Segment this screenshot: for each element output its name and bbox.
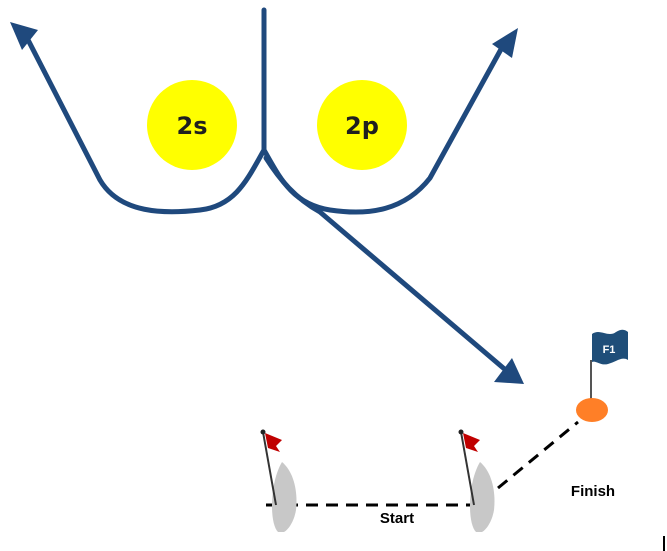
flag-pole-top bbox=[260, 429, 266, 435]
start-boat-right bbox=[458, 429, 495, 532]
mark-2p: 2p bbox=[317, 80, 407, 170]
finish-flag-label: F1 bbox=[603, 344, 616, 356]
flag-pole-top bbox=[458, 429, 464, 435]
boat-icon bbox=[272, 462, 297, 532]
leg-to-finish bbox=[263, 155, 511, 375]
start-flag-icon bbox=[463, 433, 480, 452]
arrowhead-icon bbox=[492, 28, 518, 58]
arrowhead-icon bbox=[494, 358, 524, 384]
mark-2s-label: 2s bbox=[177, 112, 208, 140]
start-label: Start bbox=[380, 510, 414, 527]
finish-line bbox=[497, 420, 579, 490]
finish-mark: F1 bbox=[576, 329, 628, 422]
finish-flag-icon bbox=[592, 329, 628, 365]
left-gate-rounding bbox=[21, 29, 267, 215]
start-boat-left bbox=[260, 429, 297, 532]
boat-icon bbox=[470, 462, 495, 532]
mark-2s-buoy bbox=[147, 80, 237, 170]
finish-mark-icon bbox=[576, 398, 608, 422]
mark-2p-buoy bbox=[317, 80, 407, 170]
course-paths bbox=[10, 7, 524, 384]
mark-2s: 2s bbox=[147, 80, 237, 170]
mark-2p-label: 2p bbox=[345, 112, 379, 140]
start-flag-icon bbox=[265, 433, 282, 452]
arrowhead-icon bbox=[10, 22, 38, 50]
start-flag-pole bbox=[262, 431, 277, 506]
start-flag-pole bbox=[460, 431, 475, 506]
finish-label: Finish bbox=[571, 483, 615, 500]
